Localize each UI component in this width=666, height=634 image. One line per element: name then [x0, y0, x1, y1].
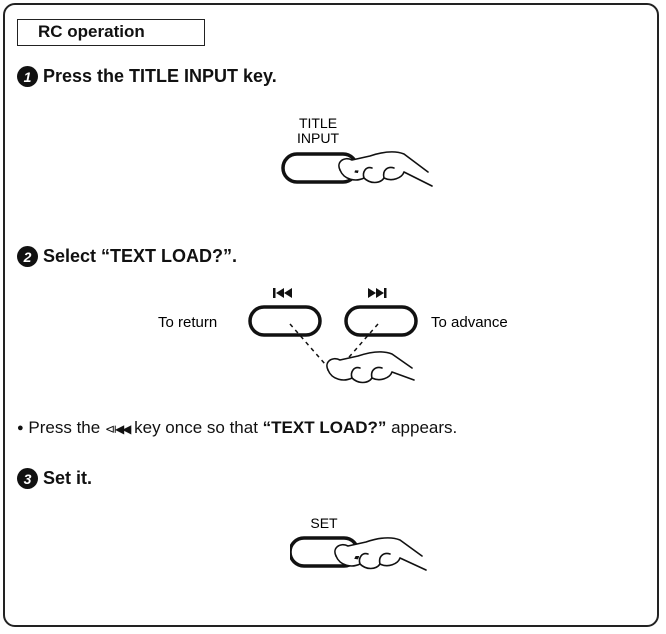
pressing-hand-icon [326, 351, 415, 384]
step-number-1: 1 [17, 66, 38, 87]
note-emphasis: “TEXT LOAD?” [262, 418, 387, 437]
skip-back-key-glyph: ⧏◀◀ [104, 422, 132, 436]
page-frame [3, 3, 659, 627]
set-key-label: SET [310, 515, 338, 531]
step-2: 2 Select “TEXT LOAD?”. [17, 246, 237, 267]
skip-back-icon [273, 288, 292, 298]
note-suffix: appears. [386, 418, 458, 437]
step-2-text: Select “TEXT LOAD?”. [43, 246, 238, 266]
set-key-figure: SET [290, 515, 427, 571]
step-1-text: Press the TITLE INPUT key. [43, 66, 277, 86]
step-3-text: Set it. [43, 468, 93, 488]
note-middle: key once so that [129, 418, 263, 437]
skip-back-key[interactable] [248, 305, 322, 337]
title-input-key-figure: TITLE INPUT [281, 115, 433, 187]
title-input-key-label-line1: TITLE [299, 115, 337, 131]
dashed-guide-lines [289, 323, 379, 373]
step-3: 3 Set it. [17, 468, 92, 489]
instruction-note: ● Press the ⧏◀◀ key once so that “TEXT L… [17, 418, 457, 438]
step-1: 1 Press the TITLE INPUT key. [17, 66, 277, 87]
bullet: ● [17, 422, 24, 434]
pressing-hand-icon [334, 537, 427, 571]
skip-keys-figure: To return To advance [158, 288, 508, 384]
skip-forward-key[interactable] [344, 305, 418, 337]
skip-forward-icon [368, 288, 387, 298]
note-prefix: Press the [28, 418, 105, 437]
to-return-label: To return [158, 314, 217, 331]
step-number-2: 2 [17, 246, 38, 267]
to-advance-label: To advance [431, 314, 508, 331]
pressing-hand-icon [338, 151, 433, 187]
step-number-3: 3 [17, 468, 38, 489]
title-input-key-label-line2: INPUT [297, 130, 339, 146]
section-tab: RC operation [17, 19, 205, 46]
